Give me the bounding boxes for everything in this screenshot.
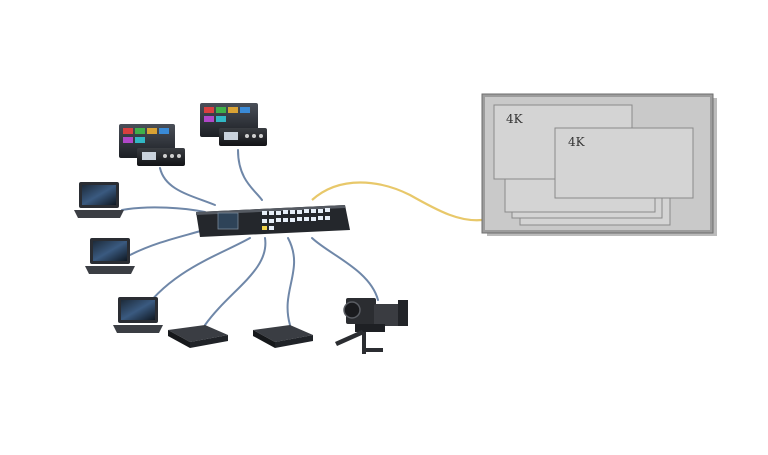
control-panel-right	[200, 103, 267, 146]
laptop-3	[113, 297, 163, 333]
cable-laptop-1	[121, 206, 206, 213]
display-window-1-label: 4K	[506, 112, 524, 126]
cables	[121, 149, 379, 326]
cable-player-1	[204, 237, 267, 326]
cable-camera	[311, 237, 379, 301]
cinema-camera	[335, 298, 408, 354]
laptop-2	[85, 238, 135, 274]
laptop-1	[74, 182, 124, 218]
media-player-2	[253, 325, 313, 348]
cable-player-2	[286, 237, 296, 326]
led-wall-display	[481, 93, 717, 236]
cable-panel-left	[159, 167, 216, 206]
cable-laptop-2	[129, 227, 211, 256]
control-panel-left	[119, 124, 185, 166]
fiber-output-cable	[311, 181, 483, 222]
cable-panel-right	[237, 149, 263, 201]
video-processor	[196, 205, 350, 237]
media-player-1	[168, 325, 228, 348]
display-window-2-label: 4K	[568, 135, 586, 149]
